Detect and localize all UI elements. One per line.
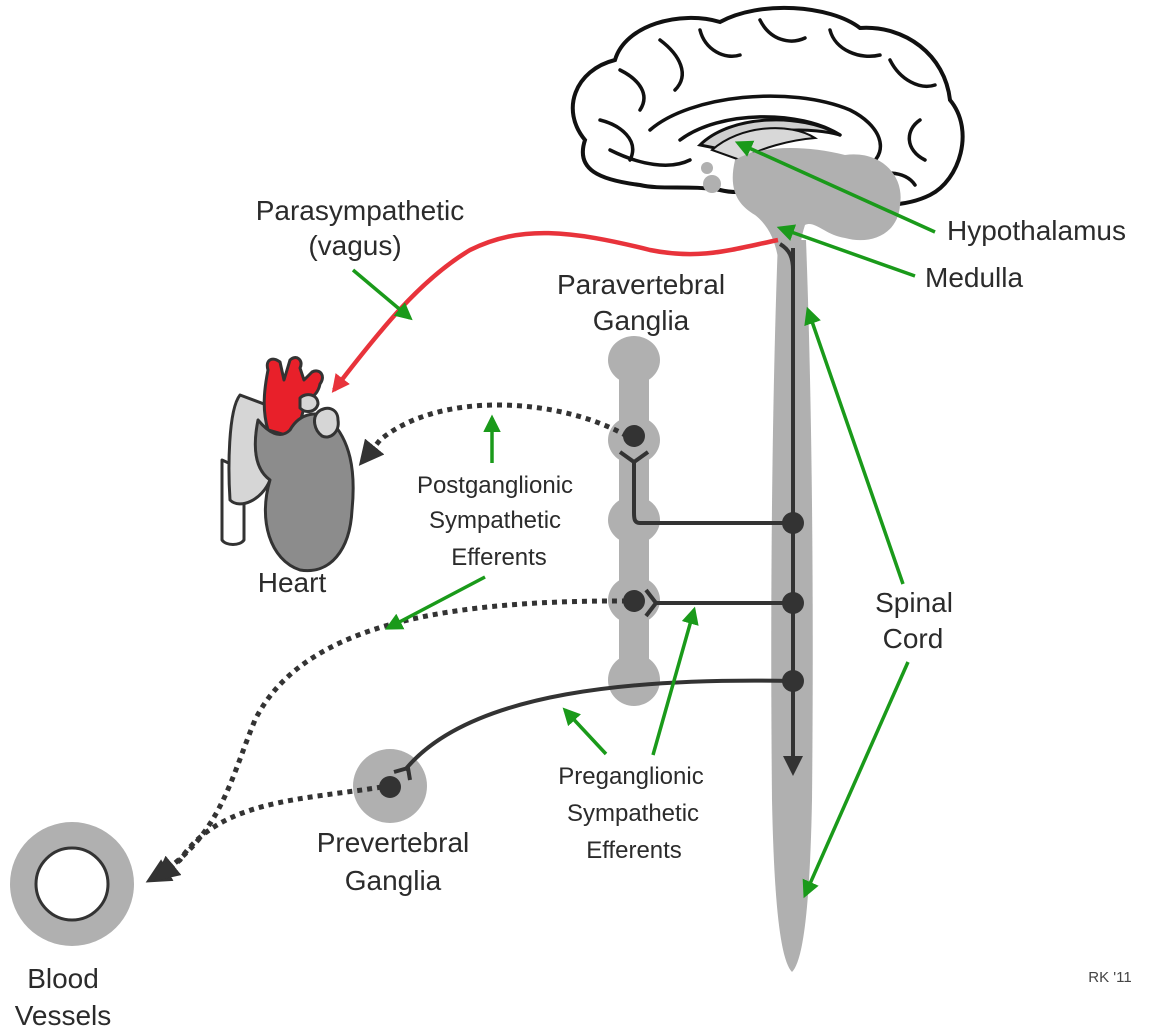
neuron-cell-bodies [379, 425, 804, 798]
synapse-top [618, 450, 650, 465]
label-heart: Heart [258, 567, 327, 598]
credit-signature: RK '11 [1088, 969, 1131, 986]
brainstem-lobe [701, 162, 713, 174]
cell-body-cord-2 [782, 592, 804, 614]
label-postganglionic-1: Postganglionic [417, 472, 573, 499]
brain [570, 5, 965, 258]
cell-body-prevertebral [379, 776, 401, 798]
label-postganglionic-2: Sympathetic [429, 507, 561, 534]
pituitary [703, 175, 721, 193]
brainstem [732, 148, 901, 258]
heart-left-atrium [313, 406, 340, 439]
prevertebral-to-vessels [154, 784, 383, 882]
label-vagus: (vagus) [308, 230, 401, 261]
postganglionic-to-vessels [145, 598, 628, 883]
arrow-preganglionic-bottom [562, 707, 608, 756]
synapse-bottom [393, 765, 412, 781]
cell-body-cord-1 [782, 512, 804, 534]
label-preganglionic-2: Sympathetic [567, 800, 699, 827]
blood-vessel [10, 822, 134, 946]
label-postganglionic-3: Efferents [451, 544, 547, 571]
preganglionic-fiber-top [632, 462, 793, 525]
heart-ventricles [253, 412, 355, 573]
pointer-arrows [351, 140, 936, 899]
cell-body-ganglion-1 [623, 425, 645, 447]
label-hypothalamus: Hypothalamus [947, 215, 1126, 246]
arrow-postganglionic-down [384, 575, 486, 630]
label-parasympathetic: Parasympathetic [256, 195, 465, 226]
arrow-preganglionic-middle [651, 606, 699, 756]
label-paravertebral-ganglia: Ganglia [593, 305, 690, 336]
label-prevertebral-ganglia: Ganglia [345, 865, 442, 896]
synapse-middle [644, 588, 659, 618]
postganglionic-to-heart [358, 402, 629, 466]
cell-body-cord-3 [782, 670, 804, 692]
arrow-to-medulla [776, 224, 916, 278]
label-preganglionic-3: Efferents [586, 837, 682, 864]
label-cord: Cord [883, 623, 944, 654]
labels: Parasympathetic (vagus) Paravertebral Ga… [15, 195, 1132, 1031]
label-vessels: Vessels [15, 1000, 112, 1031]
medulla-tract-hook [778, 242, 795, 271]
label-prevertebral: Prevertebral [317, 827, 470, 858]
arrow-spinal-up [804, 306, 905, 585]
preganglionic-fiber-bottom [403, 678, 794, 772]
label-spinal: Spinal [875, 587, 953, 618]
label-paravertebral: Paravertebral [557, 269, 725, 300]
arrow-spinal-down [802, 661, 910, 899]
heart [220, 356, 355, 573]
arrow-to-hypothalamus [734, 140, 936, 234]
label-preganglionic-1: Preganglionic [558, 763, 703, 790]
heart-pulmonary [298, 393, 320, 413]
label-medulla: Medulla [925, 262, 1023, 293]
cell-body-ganglion-2 [623, 590, 645, 612]
arrow-vagus-label [351, 268, 413, 321]
label-blood: Blood [27, 963, 99, 994]
